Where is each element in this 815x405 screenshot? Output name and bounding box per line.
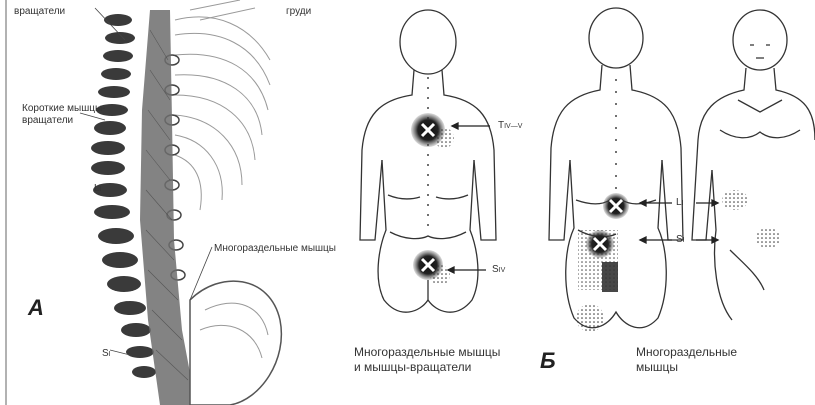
caption-right: Многораздельные мышцы xyxy=(636,345,737,375)
label-short-rotators: Короткие мышцы- вращатели xyxy=(22,103,106,127)
panel-b-letter: Б xyxy=(540,348,556,374)
label-rotators-top: вращатели xyxy=(14,6,65,18)
multifidus-muscle-band xyxy=(140,10,196,405)
marker-l1: LI xyxy=(676,197,684,210)
panel-a-letter: А xyxy=(28,295,44,321)
marker-s4: SIV xyxy=(492,264,505,277)
label-chest-top: груди xyxy=(286,6,311,18)
ribcage xyxy=(175,0,270,210)
caption-left: Многораздельные мышцы и мышцы-вращатели xyxy=(354,345,500,375)
ilium-bone xyxy=(190,281,281,405)
spine-dots-2 xyxy=(615,79,617,189)
spine-drawing xyxy=(0,0,340,405)
marker-s1: SI xyxy=(676,234,685,247)
label-multifidus: Многораздельные мышцы xyxy=(214,243,336,255)
spine-dots-1 xyxy=(427,77,429,226)
panel-a-spine-illustration: вращатели груди Короткие мышцы- вращател… xyxy=(0,0,340,405)
label-level-l1: LI xyxy=(94,183,102,196)
figure-front xyxy=(692,10,815,320)
marker-t4-5: TIV—V xyxy=(498,120,522,133)
panel-b-pain-patterns: TIV—V SIV LI SI Многораздельные мышцы и … xyxy=(340,0,815,405)
label-level-s1: SI xyxy=(102,348,111,361)
